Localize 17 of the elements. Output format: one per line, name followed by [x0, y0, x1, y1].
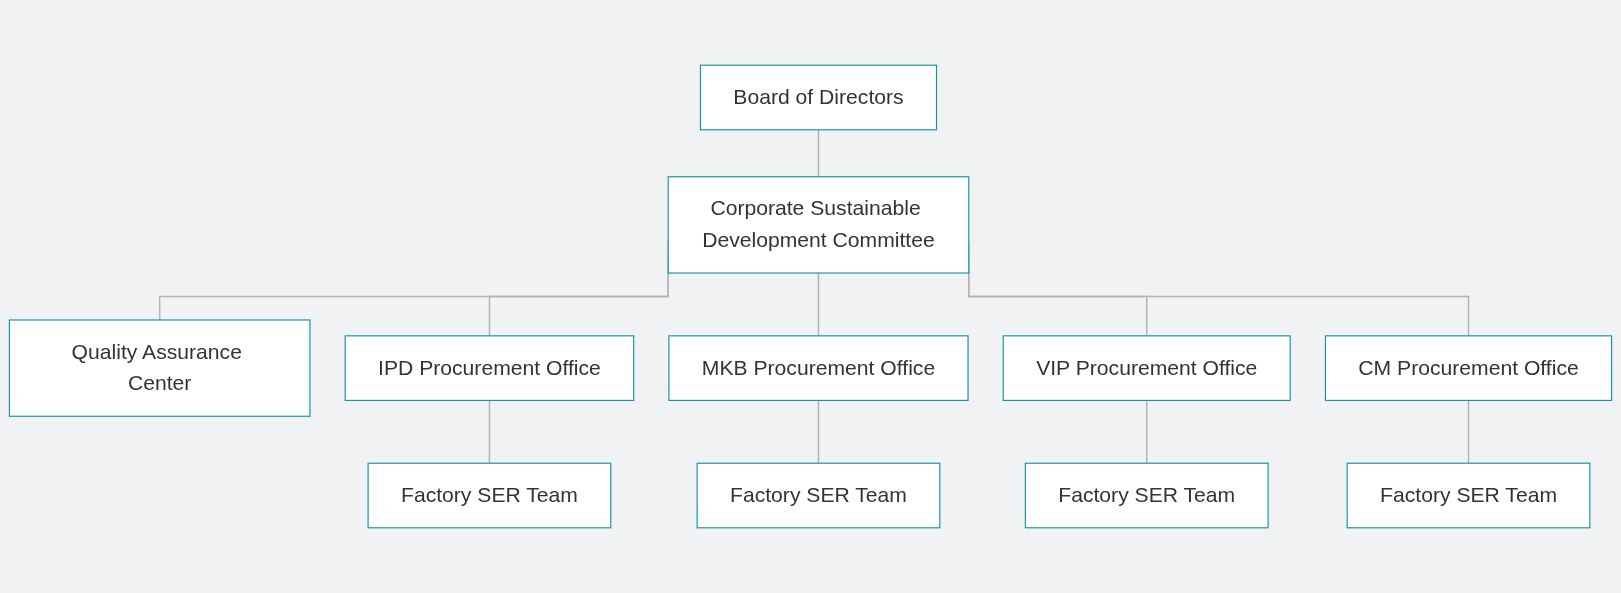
node-box: Board of Directors	[699, 64, 938, 131]
node-box: IPD Procurement Office	[344, 335, 635, 401]
connector	[1145, 399, 1148, 464]
connector	[817, 399, 820, 464]
connector	[488, 399, 491, 464]
connector	[817, 272, 820, 337]
connector	[1467, 399, 1470, 464]
node-box: MKB Procurement Office	[668, 335, 969, 401]
node-box: Factory SER Team	[1024, 462, 1269, 529]
node-box: CM Procurement Office	[1324, 335, 1613, 401]
node-box: Corporate Sustainable Development Committee	[667, 176, 970, 274]
node-box: Factory SER Team	[367, 462, 612, 529]
node-box: Factory SER Team	[1346, 462, 1591, 529]
node-box: Factory SER Team	[696, 462, 941, 529]
connector	[817, 129, 820, 178]
node-box: Quality Assurance Center	[8, 319, 311, 417]
node-box: VIP Procurement Office	[1002, 335, 1291, 401]
